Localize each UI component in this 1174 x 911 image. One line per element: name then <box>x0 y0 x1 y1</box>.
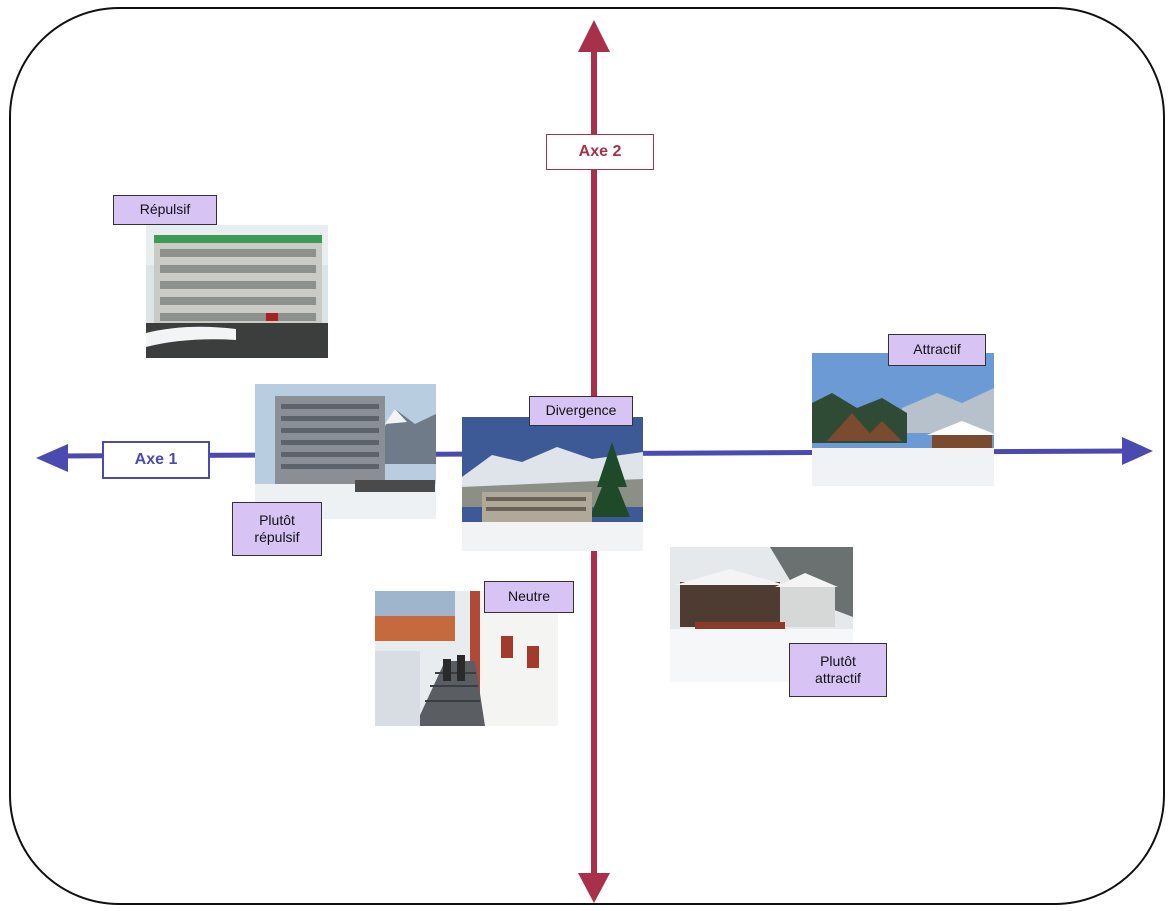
axis-1-label: Axe 1 <box>102 441 210 479</box>
label-plutot-repulsif: Plutôt répulsif <box>232 502 322 556</box>
label-attractif: Attractif <box>888 334 986 366</box>
label-plutot-attractif: Plutôt attractif <box>789 643 887 697</box>
photo-repulsif <box>146 225 328 358</box>
label-repulsif: Répulsif <box>113 195 217 225</box>
axis-2-arrow-up <box>578 20 610 52</box>
rounded-frame <box>9 7 1165 905</box>
label-divergence: Divergence <box>529 396 633 426</box>
label-neutre: Neutre <box>484 581 574 613</box>
axis-1-arrow-left <box>36 444 68 472</box>
photo-divergence <box>462 417 643 551</box>
photo-attractif <box>812 353 994 486</box>
photo-neutre <box>375 591 558 726</box>
axis-1-arrow-right <box>1122 437 1153 465</box>
axis-2-arrow-down <box>578 873 610 903</box>
photo-plutot-repulsif <box>255 384 436 519</box>
axis-2-label: Axe 2 <box>546 134 654 170</box>
